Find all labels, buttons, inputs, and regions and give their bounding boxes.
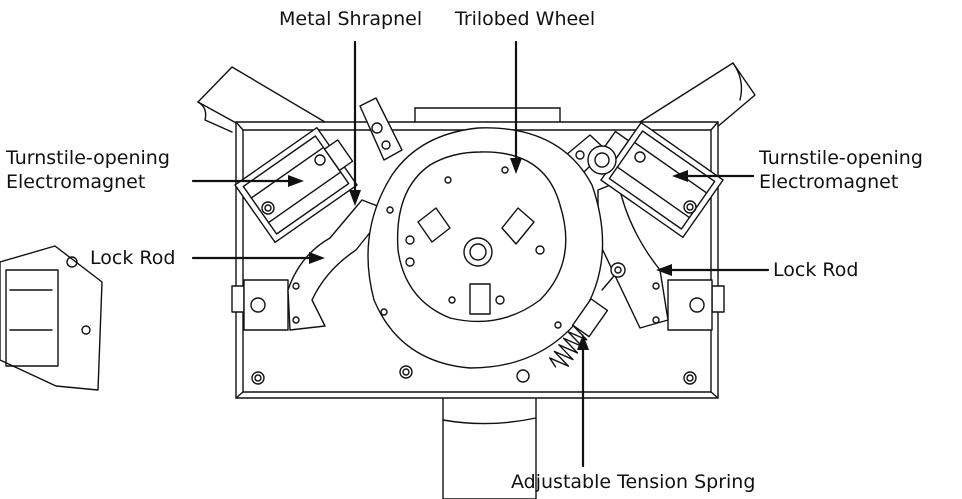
right-lock-rod-label: Lock Rod [773, 259, 859, 281]
left-electromagnet-label-line2: Electromagnet [6, 171, 146, 193]
plate-bolts [251, 308, 697, 385]
metal-shrapnel-plate [359, 97, 403, 161]
left-electromagnet [234, 126, 358, 244]
leader-arrows [191, 40, 770, 468]
right-lock-rod [597, 181, 669, 329]
right-bracket [667, 279, 725, 331]
right-electromagnet-label-line1: Turnstile-opening [759, 147, 923, 169]
left-lock-rod [287, 199, 389, 331]
left-bracket [231, 279, 289, 331]
left-lock-rod-label: Lock Rod [90, 247, 176, 269]
wheel-cam-right [501, 207, 535, 245]
adjustable-tension-spring [516, 262, 626, 383]
metal-shrapnel-label: Metal Shrapnel [279, 8, 423, 30]
wheel-cam-bottom [469, 283, 491, 315]
adjustable-tension-spring-label: Adjustable Tension Spring [511, 471, 756, 493]
right-electromagnet-label: Turnstile-opening Electromagnet [759, 146, 923, 194]
trilobed-wheel-label: Trilobed Wheel [455, 8, 596, 30]
trilobed-wheel [367, 127, 604, 369]
left-electromagnet-label: Turnstile-opening Electromagnet [6, 146, 170, 194]
right-electromagnet-label-line2: Electromagnet [759, 171, 899, 193]
right-electromagnet [587, 121, 724, 239]
partial-side-device [0, 245, 103, 391]
bottom-post [442, 394, 537, 499]
wheel-cam-left [417, 207, 451, 243]
left-electromagnet-label-line1: Turnstile-opening [6, 147, 170, 169]
